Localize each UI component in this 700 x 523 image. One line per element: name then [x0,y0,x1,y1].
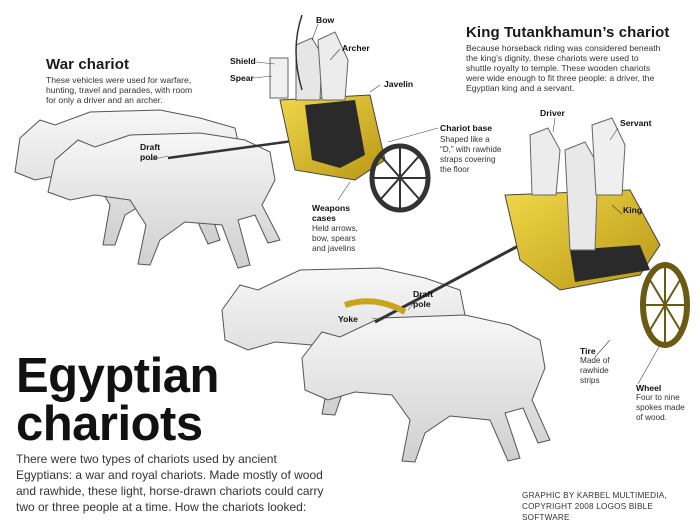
war-horses [14,109,281,269]
desc-line: Four to nine [636,393,680,402]
king-desc-line: the king’s dignity, these chariots were … [466,53,639,63]
desc-line: rawhide [580,366,609,375]
label-driver: Driver [540,108,565,118]
chariot-base-description: Shaped like a “D,” with rawhide straps c… [440,135,501,175]
desc-line: “D,” with rawhide [440,145,502,154]
label-line: cases [312,213,336,223]
label-line: pole [140,152,158,162]
desc-line: of wood. [636,413,667,422]
desc-line: and javelins [312,244,356,253]
war-desc-line: These vehicles were used for warfare, [46,75,192,85]
label-javelin: Javelin [384,79,414,89]
intro-text: There were two types of chariots used by… [16,451,324,515]
label-weapons-cases: Weapons cases [312,203,350,223]
desc-line: bow, spears [312,234,356,243]
king-chariot-description: Because horseback riding was considered … [466,43,660,93]
desc-line: spokes made [636,403,685,412]
label-archer: Archer [342,43,370,53]
desc-line: strips [580,376,600,385]
credit-line: COPYRIGHT 2008 LOGOS BIBLE SOFTWARE [522,502,654,522]
desc-line: Made of [580,356,610,365]
label-draft-pole-royal: Draft pole [413,289,433,309]
king-desc-line: Because horseback riding was considered … [466,43,661,53]
desc-line: the floor [440,165,470,174]
label-line: Draft [140,142,161,152]
headline-line: Egyptian [16,349,219,403]
war-desc-line: hunting, travel and parades, with room [46,85,193,95]
weapons-cases-description: Held arrows, bow, spears and javelins [312,224,358,254]
intro-line: two or three people at a time. How the c… [16,500,307,514]
war-chariot-description: These vehicles were used for warfare, hu… [46,75,192,105]
label-line: pole [413,299,431,309]
desc-line: Shaped like a [440,135,490,144]
intro-line: There were two types of chariots used by… [16,452,277,466]
label-wheel: Wheel [636,383,662,393]
intro-line: Egyptians: a war and royal chariots. Mad… [16,468,323,482]
headline-line: chariots [16,397,203,451]
credit-line: GRAPHIC BY KARBEL MULTIMEDIA, [522,491,667,500]
label-spear: Spear [230,73,254,83]
label-shield: Shield [230,56,256,66]
war-desc-line: for only a driver and an archer. [46,95,163,105]
royal-chariot [344,117,690,348]
king-desc-line: shuttle royalty to temple. These wooden … [466,63,651,73]
label-servant: Servant [620,118,652,128]
label-draft-pole-war: Draft pole [140,142,160,162]
king-chariot-title: King Tutankhamun’s chariot [466,24,670,41]
wheel-description: Four to nine spokes made of wood. [636,393,685,423]
label-line: Draft [413,289,434,299]
credit: GRAPHIC BY KARBEL MULTIMEDIA, COPYRIGHT … [522,490,700,523]
king-desc-line: Egyptian king and a servant. [466,83,575,93]
headline: Egyptian chariots [16,349,219,451]
leader-lines [149,23,661,385]
king-desc-line: were wide enough to fit three people: a … [466,73,655,83]
war-chariot [167,14,431,213]
royal-horses [221,267,551,463]
label-yoke: Yoke [338,314,358,324]
label-chariot-base: Chariot base [440,123,493,133]
desc-line: Held arrows, [312,224,358,233]
label-tire: Tire [580,346,596,356]
war-chariot-title: War chariot [46,56,130,73]
label-king: King [623,205,643,215]
label-line: Weapons [312,203,351,213]
intro-line: and rawhide, these light, horse-drawn ch… [16,484,324,498]
desc-line: straps covering [440,155,496,164]
tire-description: Made of rawhide strips [580,356,610,386]
label-bow: Bow [316,15,335,25]
